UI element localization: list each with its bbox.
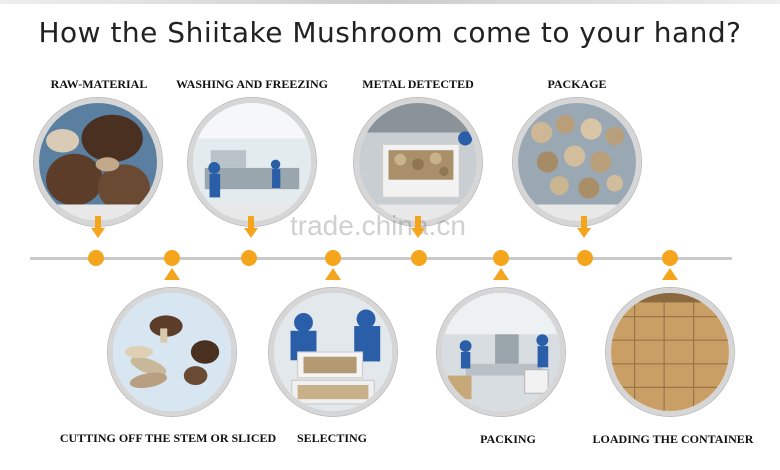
step-label-selecting: SELECTING bbox=[296, 431, 368, 445]
page-title: How the Shiitake Mushroom come to your h… bbox=[38, 16, 742, 49]
arrow-up-icon bbox=[662, 268, 678, 280]
arrow-down-icon bbox=[577, 216, 591, 238]
factory-icon bbox=[188, 98, 316, 226]
top-rule bbox=[0, 0, 780, 4]
timeline-dot bbox=[662, 250, 678, 266]
timeline-dot bbox=[411, 250, 427, 266]
arrow-up-icon bbox=[325, 268, 341, 280]
step-label-washing: WASHING AND FREEZING bbox=[175, 77, 329, 91]
mushroom-icon bbox=[34, 98, 162, 226]
crate-icon bbox=[354, 98, 482, 226]
arrow-up-icon bbox=[164, 268, 180, 280]
step-label-loading: LOADING THE CONTAINER bbox=[592, 432, 754, 446]
watermark: trade.china.cn bbox=[290, 210, 466, 241]
workers-icon bbox=[269, 288, 397, 416]
arrow-down-icon bbox=[91, 216, 105, 238]
arrow-down-icon bbox=[244, 216, 258, 238]
boxes-icon bbox=[606, 288, 734, 416]
timeline-dot bbox=[325, 250, 341, 266]
timeline-line bbox=[30, 257, 732, 260]
arrow-down-icon bbox=[411, 216, 425, 238]
timeline-dot bbox=[164, 250, 180, 266]
step-label-raw-material: RAW-MATERIAL bbox=[50, 77, 148, 91]
packing-line-icon bbox=[437, 288, 565, 416]
step-label-metal-detected: METAL DETECTED bbox=[362, 77, 474, 91]
timeline-dot bbox=[577, 250, 593, 266]
timeline-dot bbox=[241, 250, 257, 266]
arrow-up-icon bbox=[493, 268, 509, 280]
bag-icon bbox=[513, 98, 641, 226]
step-label-package: PACKAGE bbox=[547, 77, 607, 91]
step-label-cutting: CUTTING OFF THE STEM OR SLICED bbox=[59, 431, 277, 445]
sliced-mushroom-icon bbox=[108, 288, 236, 416]
timeline-dot bbox=[88, 250, 104, 266]
step-label-packing: PACKING bbox=[480, 432, 536, 446]
timeline-dot bbox=[493, 250, 509, 266]
